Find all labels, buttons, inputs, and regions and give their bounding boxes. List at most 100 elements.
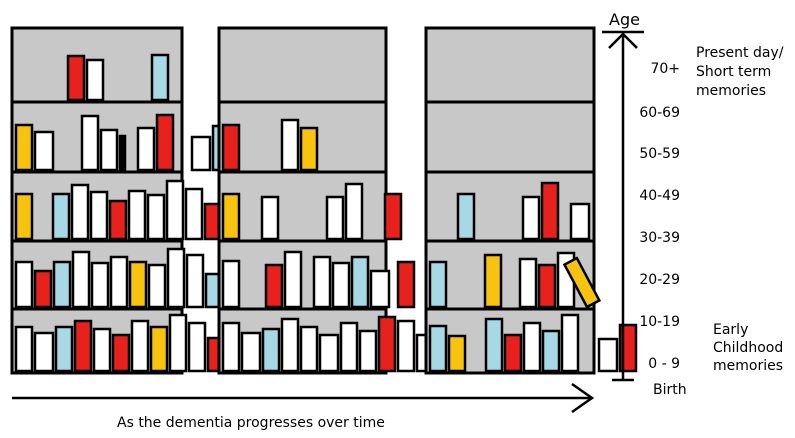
book-blue: [350, 255, 370, 309]
book-white: [184, 187, 204, 241]
book-red: [503, 333, 523, 373]
book-red: [383, 192, 403, 241]
book-blue: [150, 53, 170, 102]
age-tick-label: 50-59: [639, 146, 680, 162]
book-white: [344, 182, 364, 241]
book-blue: [484, 317, 504, 373]
book-blue: [541, 329, 561, 373]
book-white: [33, 331, 55, 373]
book-white: [85, 58, 105, 102]
book-white: [312, 255, 332, 309]
book-blue: [52, 260, 72, 309]
book-blue: [51, 192, 71, 241]
bookcases: [10, 26, 638, 375]
early-childhood-note: Early Childhood memories: [713, 322, 783, 374]
book-white: [260, 195, 280, 241]
book-white: [127, 189, 147, 241]
book-yellow: [299, 126, 319, 172]
age-axis-title: Age: [609, 10, 640, 29]
present-day-note: Present day/ Short term memories: [696, 45, 784, 99]
book-white: [358, 329, 378, 373]
book-white: [280, 317, 300, 373]
book-red: [396, 260, 416, 309]
book-white: [130, 319, 150, 373]
book-white: [318, 333, 340, 373]
age-tick-label: 70+: [650, 61, 680, 77]
book-white: [597, 337, 619, 373]
book-blue: [428, 260, 448, 309]
book-yellow-tilted: [562, 256, 602, 309]
book-white: [280, 118, 300, 172]
book-red: [537, 263, 557, 309]
time-caption: As the dementia progresses over time: [117, 415, 385, 431]
book-white: [339, 321, 359, 373]
book-white: [118, 134, 127, 172]
book-white: [325, 195, 345, 241]
book-white: [146, 193, 166, 241]
age-tick-labels: 70+ 60-69 50-59 40-49 30-39 20-29 10-19 0 - 9: [639, 61, 680, 372]
early-childhood-note-line-2: Childhood: [713, 340, 783, 356]
book-white: [369, 269, 391, 309]
book-white: [518, 257, 538, 309]
book-blue: [456, 192, 476, 241]
book-white: [70, 183, 90, 241]
book-white: [14, 325, 34, 373]
book-white: [92, 327, 112, 373]
book-white: [168, 313, 188, 373]
age-tick-label: 60-69: [639, 105, 680, 121]
book-white: [569, 202, 591, 241]
book-red: [66, 54, 86, 102]
book-red: [377, 315, 397, 373]
book-red: [264, 263, 284, 309]
book-red: [111, 333, 131, 373]
book-white: [14, 260, 34, 309]
book-yellow: [447, 334, 467, 373]
book-red: [221, 123, 241, 172]
age-tick-label: 40-49: [639, 188, 680, 204]
book-red: [33, 269, 53, 309]
book-yellow: [14, 123, 34, 172]
book-white: [221, 321, 241, 373]
age-tick-label: 0 - 9: [648, 356, 680, 372]
book-white: [331, 261, 351, 309]
book-white: [190, 135, 212, 172]
age-tick-label: 20-29: [639, 272, 680, 288]
book-white: [521, 195, 541, 241]
book-yellow: [128, 260, 148, 309]
book-white: [165, 179, 185, 241]
time-arrow: [12, 382, 595, 414]
book-yellow: [14, 192, 34, 241]
book-white: [136, 126, 156, 172]
book-white: [33, 130, 55, 172]
early-childhood-note-line-1: Early: [713, 322, 748, 338]
book-white: [185, 253, 205, 309]
book-yellow: [149, 325, 169, 373]
age-axis: [602, 30, 644, 382]
book-blue: [54, 325, 74, 373]
book-white: [90, 261, 110, 309]
book-yellow: [483, 253, 503, 309]
book-white: [99, 128, 119, 172]
early-childhood-note-line-3: memories: [713, 358, 783, 374]
age-tick-label: 10-19: [639, 314, 680, 330]
book-white: [147, 263, 167, 309]
book-red: [73, 319, 93, 373]
present-day-note-line-2: Short term: [696, 64, 771, 80]
book-white: [187, 321, 207, 373]
book-white: [80, 114, 100, 172]
present-day-note-line-3: memories: [696, 83, 766, 99]
book-white: [89, 190, 109, 241]
book-white: [240, 331, 262, 373]
book-white: [560, 313, 580, 373]
book-white: [71, 250, 91, 309]
book-blue: [261, 327, 281, 373]
present-day-note-line-1: Present day/: [696, 45, 784, 61]
book-red: [540, 181, 560, 241]
age-tick-label: 30-39: [639, 230, 680, 246]
bookcase-middle-stage: [217, 26, 456, 375]
book-white: [396, 319, 416, 373]
book-red: [155, 113, 175, 172]
book-red: [108, 199, 128, 241]
book-white: [221, 259, 241, 309]
